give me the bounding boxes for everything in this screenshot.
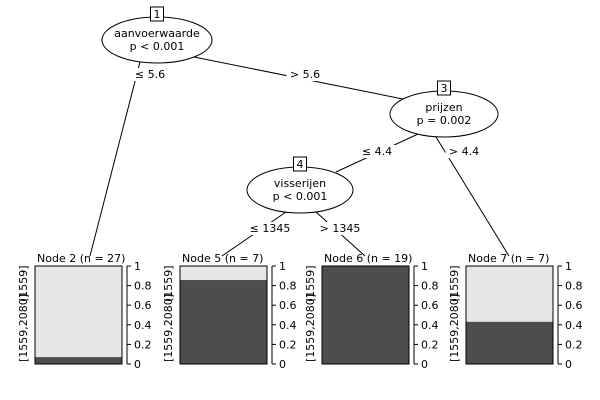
level-label-low: [1559,2080] xyxy=(162,294,175,362)
bar-dark-5 xyxy=(180,280,267,364)
axis-tick-label: 0.6 xyxy=(279,299,297,312)
bar-frame-6 xyxy=(321,265,410,365)
edge-label-3-7: > 4.4 xyxy=(449,145,479,158)
bar-dark-6 xyxy=(322,266,409,364)
node-id-box xyxy=(437,80,451,96)
node-variable-4: visserijen xyxy=(274,177,326,190)
axis-tick-label: 0.8 xyxy=(134,280,152,293)
axis-tick-label: 1 xyxy=(134,260,141,273)
node-id-1: 1 xyxy=(154,8,161,21)
bar-frame-5 xyxy=(179,265,268,365)
terminal-node-5: Node 5 (n = 7) 0 0.2 0.4 0.6 0.8 1 [1559,2080](… xyxy=(162,252,297,371)
node-id-3: 3 xyxy=(441,82,448,95)
node-id-box xyxy=(293,156,307,172)
axis-tick-label: 0.4 xyxy=(134,319,152,332)
bar-frame-2 xyxy=(34,265,123,365)
axis-tick-label: 0.2 xyxy=(134,338,152,351)
level-label-low: [1559,2080] xyxy=(304,294,317,362)
terminal-node-6: Node 6 (n = 19) 0 0.2 0.4 0.6 0.8 1 [1559,2080]… xyxy=(304,252,439,371)
edge-label-3-4: ≤ 4.4 xyxy=(362,145,392,158)
level-label-low: [1559,2080] xyxy=(448,294,461,362)
terminal-title-7: Node 7 (n = 7) xyxy=(468,252,549,265)
level-label-high: (1559] xyxy=(304,265,317,302)
edge-label-bg xyxy=(248,222,292,235)
edge-label-bg xyxy=(318,222,362,235)
edge-1-2 xyxy=(89,61,141,257)
terminal-title-2: Node 2 (n = 27) xyxy=(37,252,125,265)
axis-tick-label: 0.8 xyxy=(279,280,297,293)
axis-tick-label: 0.4 xyxy=(565,319,583,332)
axis-tick-label: 1 xyxy=(421,260,428,273)
bar-frame-7 xyxy=(465,265,554,365)
axis-tick-label: 0.6 xyxy=(421,299,439,312)
bar-light-2 xyxy=(35,266,122,364)
terminal-node-7: Node 7 (n = 7) 0 0.2 0.4 0.6 0.8 1 [1559,2080](… xyxy=(448,252,583,371)
edge-label-4-6: > 1345 xyxy=(320,222,361,235)
bar-dark-7 xyxy=(466,321,553,364)
edge-label-bg xyxy=(286,68,324,81)
terminal-node-2: Node 2 (n = 27) 0 0.2 0.4 0.6 0.8 1 [1559,2080]… xyxy=(17,252,152,371)
node-id-4: 4 xyxy=(297,158,304,171)
axis-tick-label: 0.6 xyxy=(565,299,583,312)
node-pvalue-4: p < 0.001 xyxy=(273,190,328,203)
axis-tick-label: 1 xyxy=(279,260,286,273)
level-label-high: (1559] xyxy=(17,265,30,302)
edge-label-bg xyxy=(131,68,169,81)
node-id-box xyxy=(150,6,164,22)
axis-tick-label: 0.4 xyxy=(421,319,439,332)
axis-tick-label: 0.4 xyxy=(279,319,297,332)
edge-label-1-3: > 5.6 xyxy=(290,68,320,81)
node-pvalue-3: p = 0.002 xyxy=(417,114,472,127)
node-variable-1: aanvoerwaarde xyxy=(114,27,200,40)
axis-tick-label: 0 xyxy=(279,358,286,371)
node-pvalue-1: p < 0.001 xyxy=(130,40,185,53)
node-variable-3: prijzen xyxy=(425,101,462,114)
terminal-title-6: Node 6 (n = 19) xyxy=(324,252,412,265)
axis-tick-label: 0.8 xyxy=(565,280,583,293)
axis-tick-label: 0 xyxy=(565,358,572,371)
axis-tick-label: 0.2 xyxy=(279,338,297,351)
edge-label-bg xyxy=(445,145,483,158)
level-label-high: (1559] xyxy=(448,265,461,302)
bar-dark-2 xyxy=(35,357,122,364)
axis-tick-label: 1 xyxy=(565,260,572,273)
axis-tick-label: 0 xyxy=(421,358,428,371)
level-label-low: [1559,2080] xyxy=(17,294,30,362)
axis-tick-label: 0 xyxy=(134,358,141,371)
edge-label-1-2: ≤ 5.6 xyxy=(135,68,165,81)
terminal-title-5: Node 5 (n = 7) xyxy=(182,252,263,265)
level-label-high: (1559] xyxy=(162,265,175,302)
axis-tick-label: 0.6 xyxy=(134,299,152,312)
axis-tick-label: 0.2 xyxy=(565,338,583,351)
edge-label-4-5: ≤ 1345 xyxy=(250,222,291,235)
axis-tick-label: 0.2 xyxy=(421,338,439,351)
edge-label-bg xyxy=(358,145,396,158)
axis-tick-label: 0.8 xyxy=(421,280,439,293)
